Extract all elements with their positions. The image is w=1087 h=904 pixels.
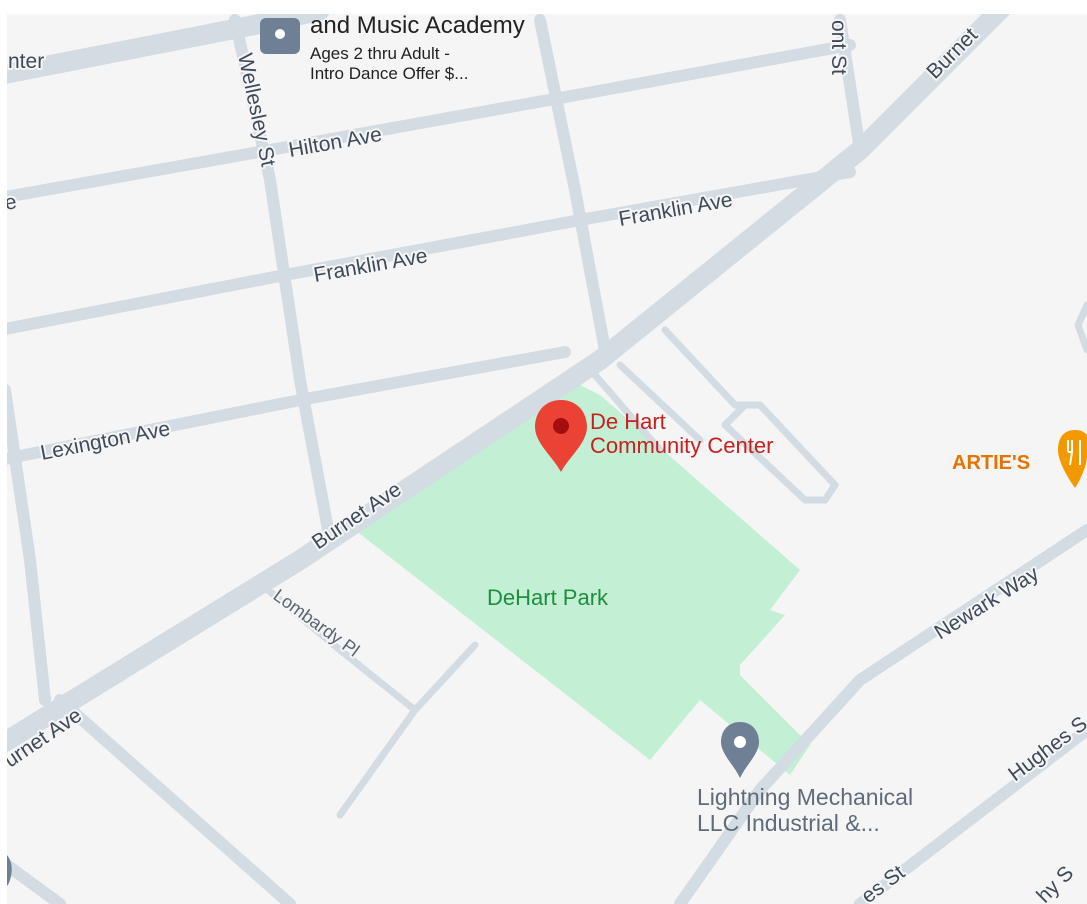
street-label-ont: ont St (827, 20, 850, 75)
street-label-franklin-b: Franklin Ave (617, 188, 734, 231)
street-label-hughes-a: Hughes S (1004, 712, 1087, 786)
franklin-ave-road (0, 166, 856, 336)
street-label-hy: hy S (1032, 862, 1078, 904)
lightning-label-line-2[interactable]: LLC Industrial &... (697, 810, 880, 836)
park-area[interactable] (355, 385, 810, 775)
lombardy-branch-road (336, 641, 479, 819)
street-label-hilton: Hilton Ave (287, 123, 384, 162)
lot-loop-road (661, 326, 839, 504)
middle-st-road (534, 14, 611, 356)
newark-way-road (674, 524, 1087, 904)
academy-subtitle-2: Intro Dance Offer $... (310, 64, 469, 83)
street-label-lexington: Lexington Ave (39, 417, 173, 465)
hughes-st-road (854, 724, 1087, 904)
burnet-ave-road (0, 0, 1020, 755)
street-label-lombardy: Lombardy Pl (270, 585, 364, 661)
place-pin-icon[interactable] (721, 722, 759, 778)
business-icon[interactable] (260, 18, 300, 54)
dehart-label-line-1[interactable]: De Hart (590, 409, 666, 434)
lot-road-1 (591, 371, 664, 454)
lombardy-pl-road (258, 581, 419, 714)
street-label-burnet-c: Burnet (922, 23, 982, 83)
wellesley-st-road (229, 14, 336, 546)
dehart-label-line-2[interactable]: Community Center (590, 433, 774, 458)
academy-title[interactable]: and Music Academy (310, 12, 525, 39)
park-label[interactable]: DeHart Park (487, 585, 609, 610)
lot-road-2 (616, 361, 704, 444)
right-edge-road (1074, 301, 1087, 354)
street-label-newark: Newark Way (930, 562, 1043, 644)
ont-st-road (834, 14, 866, 156)
restaurant-icon[interactable] (1058, 430, 1087, 488)
hilton-ave-road (0, 39, 856, 204)
lightning-label-line-1[interactable]: Lightning Mechanical (697, 784, 914, 810)
location-pin-icon[interactable] (535, 400, 587, 472)
academy-subtitle-1: Ages 2 thru Adult - (310, 44, 450, 63)
top-margin (0, 0, 1087, 14)
left-road (0, 384, 51, 706)
left-margin (0, 0, 7, 904)
street-label-center: nter (8, 50, 44, 73)
lower-left-road (54, 694, 296, 904)
arties-label[interactable]: ARTIE'S (952, 452, 1031, 474)
street-label-franklin-a: Franklin Ave (312, 244, 429, 287)
